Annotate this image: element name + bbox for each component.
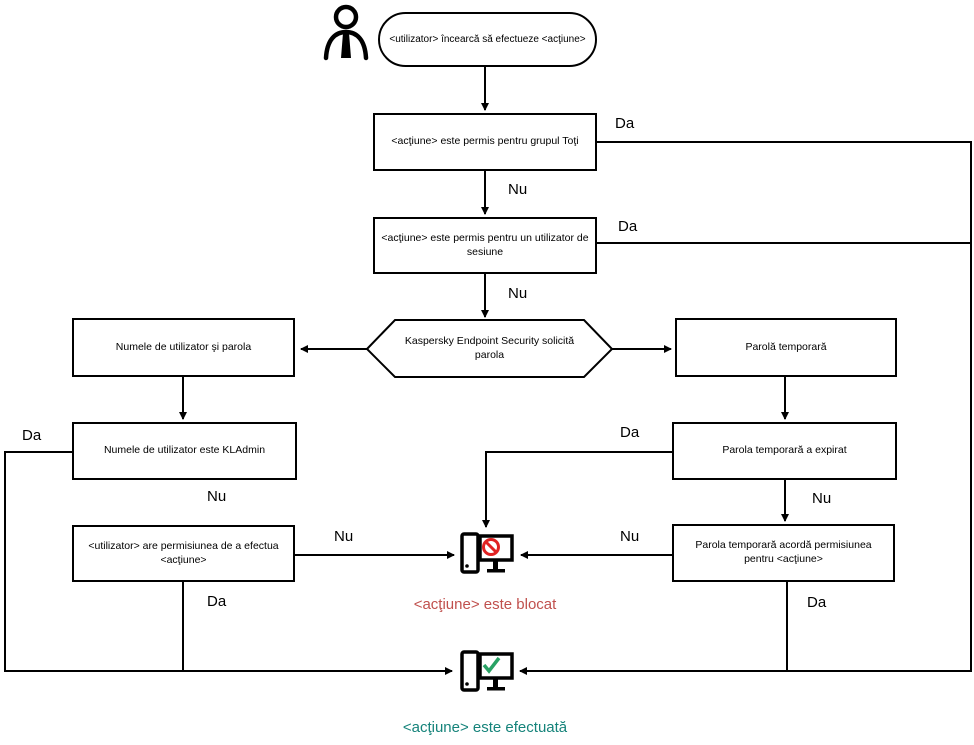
node-temp-grants-permission: Parola temporară acordă permisiunea pent… (672, 524, 895, 582)
edge-label-da-1: Da (615, 115, 635, 132)
edge-expired-da (482, 451, 672, 528)
node-credentials-label: Numele de utilizator şi parola (115, 340, 252, 353)
hexagon-shape (365, 319, 614, 378)
node-allowed-group-label: <acţiune> este permis pentru grupul Toţi (391, 135, 579, 148)
node-temp-password: Parolă temporară (675, 318, 897, 377)
node-user-has-permission: <utilizator> are permisiunea de a efectu… (72, 525, 295, 582)
edge-label-nu-1: Nu (508, 181, 528, 198)
node-temp-password-label: Parolă temporară (745, 340, 827, 353)
edge-label-nu-5: Nu (812, 490, 832, 507)
edge-label-nu-6: Nu (620, 528, 640, 545)
edge-label-nu-3: Nu (207, 488, 227, 505)
edge-label-da-4: Da (207, 593, 227, 610)
node-allowed-session-label: <acţiune> este permis pentru un utilizat… (381, 231, 589, 258)
done-result-label: <acţiune> este efectuată (402, 719, 568, 736)
computer-blocked-icon (460, 532, 514, 574)
node-temp-expired-label: Parola temporară a expirat (722, 444, 847, 457)
edge-group-da (519, 141, 972, 675)
node-temp-grants-permission-label: Parola temporară acordă permisiunea pent… (695, 539, 872, 565)
node-is-kladmin-label: Numele de utilizator este KLAdmin (103, 444, 266, 457)
node-user-has-permission-label: <utilizator> are permisiunea de a efectu… (88, 539, 279, 566)
computer-check-icon (460, 650, 514, 692)
node-is-kladmin: Numele de utilizator este KLAdmin (72, 422, 297, 480)
edge-label-da-5: Da (620, 424, 640, 441)
node-credentials: Numele de utilizator şi parola (72, 318, 295, 377)
node-allowed-session: <acţiune> este permis pentru un utilizat… (373, 217, 597, 274)
node-start: <utilizator> încearcă să efectueze <acţi… (378, 12, 597, 67)
node-temp-expired: Parola temporară a expirat (672, 422, 897, 480)
edge-label-nu-4: Nu (334, 528, 354, 545)
node-password-prompt: Kaspersky Endpoint Security solicită par… (367, 320, 612, 377)
node-allowed-group: <acţiune> este permis pentru grupul Toţi (373, 113, 597, 171)
edge-label-da-2: Da (618, 218, 638, 235)
node-start-label: <utilizator> încearcă să efectueze <acţi… (389, 34, 586, 45)
check-icon (482, 656, 501, 674)
edge-label-da-6: Da (807, 594, 827, 611)
person-icon (323, 4, 369, 61)
edge-kladmin-da (4, 451, 453, 675)
node-password-prompt-label: Kaspersky Endpoint Security solicită par… (404, 334, 575, 361)
edge-label-nu-2: Nu (508, 285, 528, 302)
edge-label-da-3: Da (22, 427, 42, 444)
blocked-result-label: <acţiune> este blocat (413, 596, 557, 613)
prohibit-icon (482, 538, 500, 556)
